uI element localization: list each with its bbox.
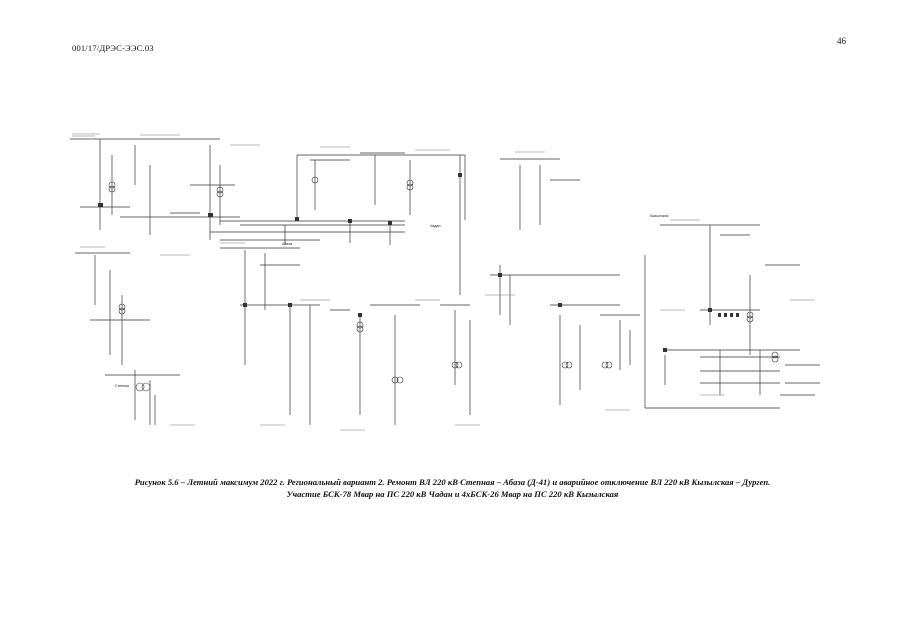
schematic-drawing: Степная Абаза Чадан Кызылская: [70, 133, 820, 431]
label-abaza: Абаза: [282, 242, 292, 246]
figure-caption: Рисунок 5.6 – Летний максимум 2022 г. Ре…: [100, 476, 805, 500]
document-code: 001/17/ДРЭС-ЭЭС.03: [72, 43, 154, 53]
page-number: 46: [837, 36, 846, 46]
caption-line-1: Рисунок 5.6 – Летний максимум 2022 г. Ре…: [134, 477, 771, 487]
label-stepnaya: Степная: [115, 384, 129, 388]
caption-line-2: Участие БСК-78 Мвар на ПС 220 кВ Чадан и…: [286, 489, 619, 499]
label-kyzylskaya: Кызылская: [650, 214, 668, 218]
label-chadan: Чадан: [430, 224, 440, 228]
power-system-schematic: Степная Абаза Чадан Кызылская: [60, 125, 820, 455]
